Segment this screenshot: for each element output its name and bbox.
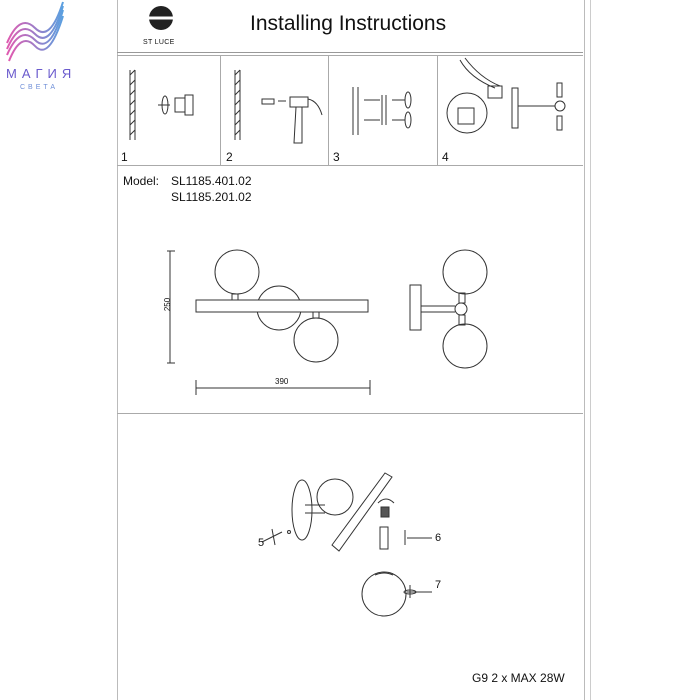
step-3-number: 3 bbox=[333, 150, 340, 164]
step-2-number: 2 bbox=[226, 150, 233, 164]
part-5-label: 5 bbox=[258, 537, 265, 549]
magiya-sveta-logo-icon bbox=[6, 1, 64, 62]
lamp-spec: G9 2 x MAX 28W bbox=[472, 671, 565, 685]
watermark-subtitle: СВЕТА bbox=[20, 84, 59, 91]
exploded-assembly-drawing bbox=[261, 472, 432, 617]
page-title: Installing Instructions bbox=[250, 12, 447, 35]
step-1-drill-illustration bbox=[129, 69, 194, 140]
model-label: Model: bbox=[123, 174, 160, 188]
page-edge bbox=[590, 0, 591, 700]
step-1-number: 1 bbox=[121, 150, 128, 164]
step-2-hammer-illustration bbox=[234, 69, 323, 144]
step-4-wiring-illustration bbox=[446, 57, 566, 134]
st-luce-logo-icon bbox=[149, 6, 173, 30]
side-view-drawing bbox=[409, 249, 488, 369]
width-dimension: 390 bbox=[275, 377, 289, 386]
brand-name: ST LUCE bbox=[143, 39, 175, 46]
watermark-title: МАГИЯ bbox=[6, 66, 77, 81]
model-code-1: SL1185.401.02 bbox=[171, 174, 252, 188]
model-code-2: SL1185.201.02 bbox=[171, 190, 252, 204]
instruction-sheet bbox=[117, 0, 585, 700]
step-4-number: 4 bbox=[442, 150, 449, 164]
front-view-drawing bbox=[167, 249, 371, 395]
height-dimension: 250 bbox=[163, 297, 173, 312]
part-7-label: 7 bbox=[435, 579, 442, 591]
part-6-label: 6 bbox=[435, 532, 442, 544]
step-3-mount-illustration bbox=[352, 87, 412, 135]
